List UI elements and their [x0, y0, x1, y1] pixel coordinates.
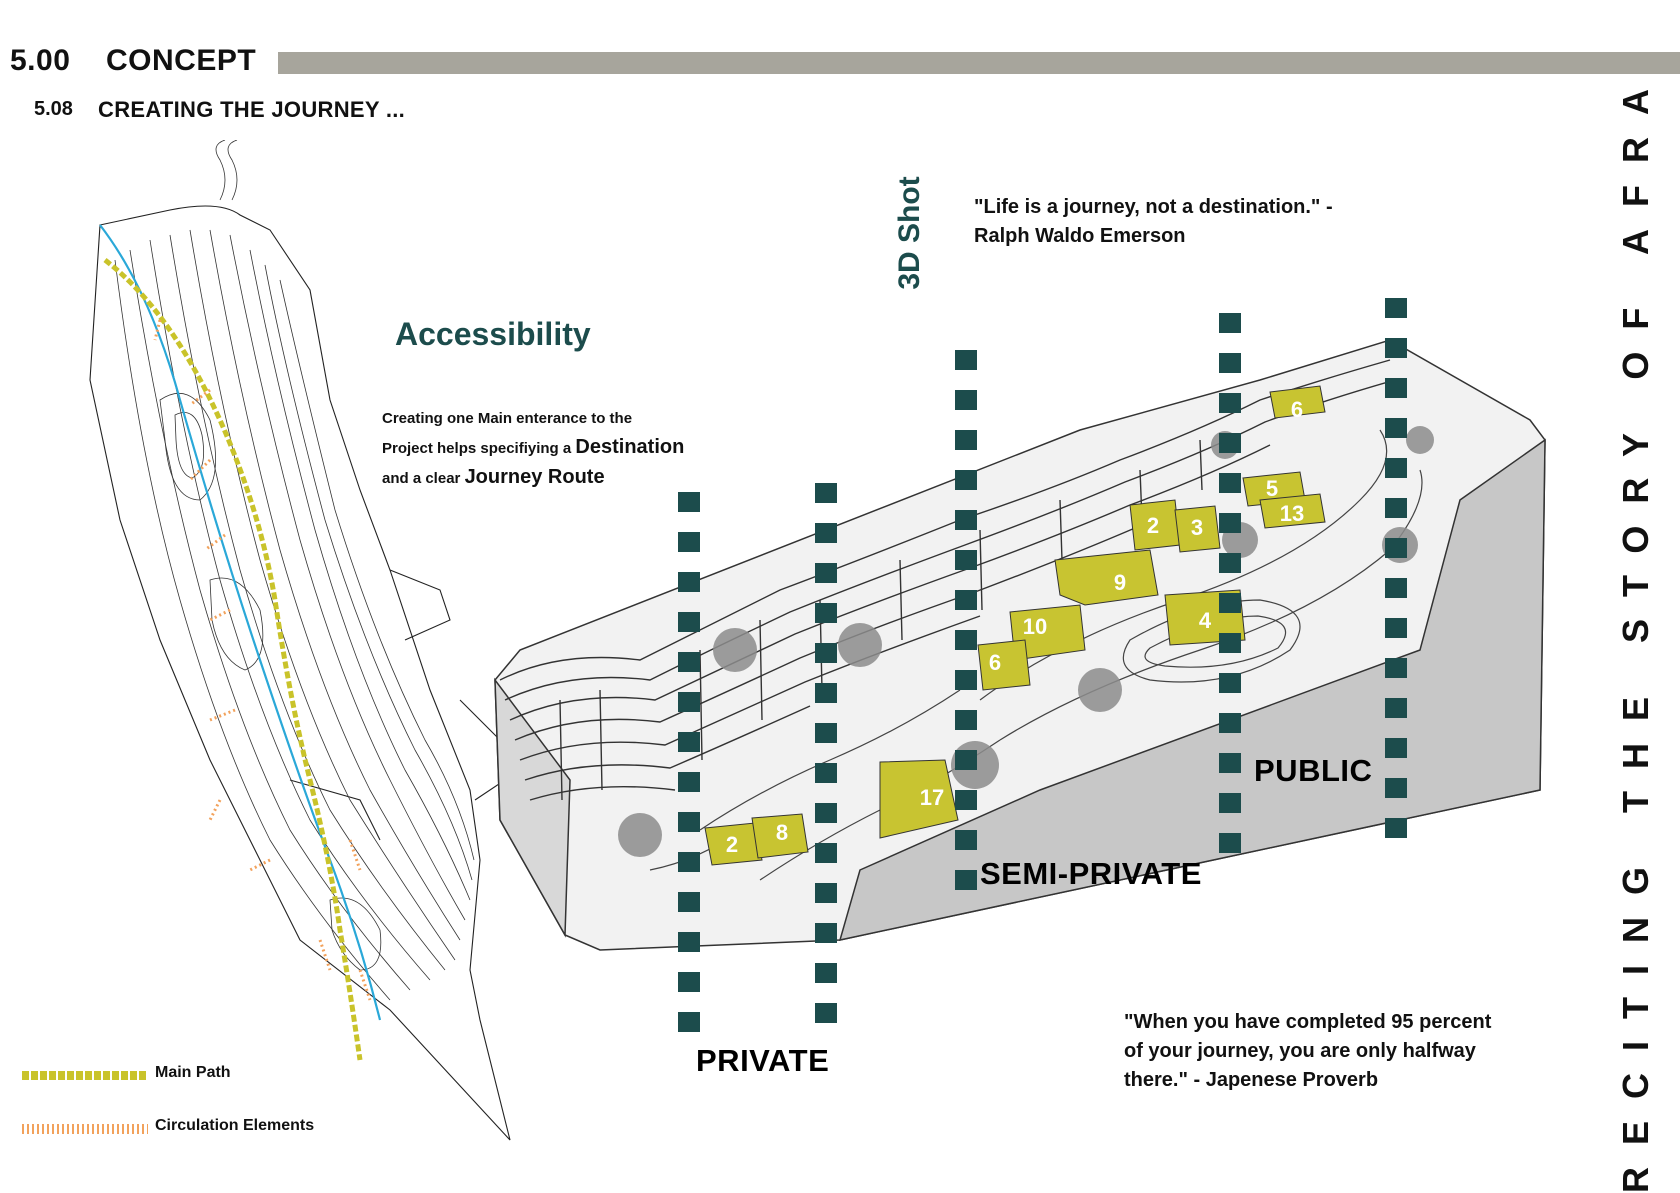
circulation-label: Circulation Elements — [155, 1117, 315, 1134]
block-13: 13 — [1259, 493, 1326, 529]
quote-top: "Life is a journey, not a destination." … — [974, 193, 1434, 251]
zone-label-private: PRIVATE — [696, 1043, 829, 1078]
main-path-label: Main Path — [155, 1064, 231, 1081]
quote-top-line-2: Ralph Waldo Emerson — [974, 225, 1186, 247]
block-9: 9 — [1054, 549, 1159, 606]
block-2-upper: 2 — [1129, 499, 1181, 551]
circulation-elements — [153, 319, 372, 1001]
circulation-swatch — [22, 1124, 148, 1134]
quote-bottom: "When you have completed 95 percent of y… — [1124, 1008, 1584, 1095]
block-3: 3 — [1174, 505, 1221, 553]
section-number: 5.00 — [10, 44, 71, 77]
block-label: 13 — [1280, 501, 1304, 526]
block-17: 17 — [879, 759, 959, 839]
accessibility-line-3-prefix: and a clear — [382, 470, 461, 487]
accessibility-line-2-prefix: Project helps specifiying a — [382, 440, 572, 457]
trees — [618, 426, 1434, 857]
journey-route-emphasis: Journey Route — [464, 466, 605, 488]
zone-dividers — [678, 298, 1407, 1045]
block-10: 10 — [1009, 604, 1086, 661]
subsection-title: CREATING THE JOURNEY ... — [98, 97, 406, 122]
accessibility-line-3: and a clear Journey Route — [382, 463, 752, 493]
accessibility-line-1: Creating one Main enterance to the — [382, 410, 633, 427]
terrain-end-face — [494, 677, 571, 938]
main-path-swatch — [22, 1071, 148, 1080]
block-label: 5 — [1266, 476, 1278, 501]
accessibility-title: Accessibility — [395, 316, 591, 352]
accessibility-line-2: Project helps specifiying a Destination — [382, 433, 752, 463]
main-path-line — [103, 258, 363, 1061]
zone-label-semi-private: SEMI-PRIVATE — [980, 856, 1202, 891]
block-label: 8 — [776, 820, 788, 845]
quote-top-line-1: "Life is a journey, not a destination." … — [974, 196, 1333, 218]
building-blocks: 6 5 13 2 3 9 4 10 — [704, 385, 1326, 866]
block-label: 4 — [1199, 608, 1212, 633]
zone-label-public: PUBLIC — [1254, 753, 1372, 788]
block-label: 10 — [1023, 614, 1047, 639]
destination-emphasis: Destination — [575, 436, 685, 458]
block-label: 9 — [1114, 570, 1126, 595]
block-6-lower: 6 — [977, 639, 1031, 691]
section-title: CONCEPT — [106, 44, 257, 77]
site-plan-drawing — [89, 140, 511, 1141]
block-label: 6 — [989, 650, 1001, 675]
quote-bottom-line-3: there." - Japenese Proverb — [1124, 1069, 1379, 1091]
block-label: 3 — [1191, 515, 1203, 540]
quote-bottom-line-1: "When you have completed 95 percent — [1124, 1011, 1492, 1033]
block-2-lower: 2 — [704, 822, 763, 866]
accessibility-text: Creating one Main enterance to the Proje… — [382, 404, 752, 493]
subsection-number: 5.08 — [34, 98, 73, 120]
header-bar — [278, 52, 1680, 74]
terrain-side-face — [838, 438, 1546, 941]
quote-bottom-line-2: of your journey, you are only halfway — [1124, 1040, 1476, 1062]
block-label: 17 — [920, 785, 944, 810]
block-6-top: 6 — [1269, 385, 1326, 422]
site-boundary — [89, 205, 511, 1141]
water-channel — [99, 224, 382, 1021]
block-8: 8 — [751, 813, 809, 859]
block-label: 2 — [726, 832, 738, 857]
block-label: 2 — [1147, 513, 1159, 538]
block-label: 6 — [1291, 397, 1303, 422]
